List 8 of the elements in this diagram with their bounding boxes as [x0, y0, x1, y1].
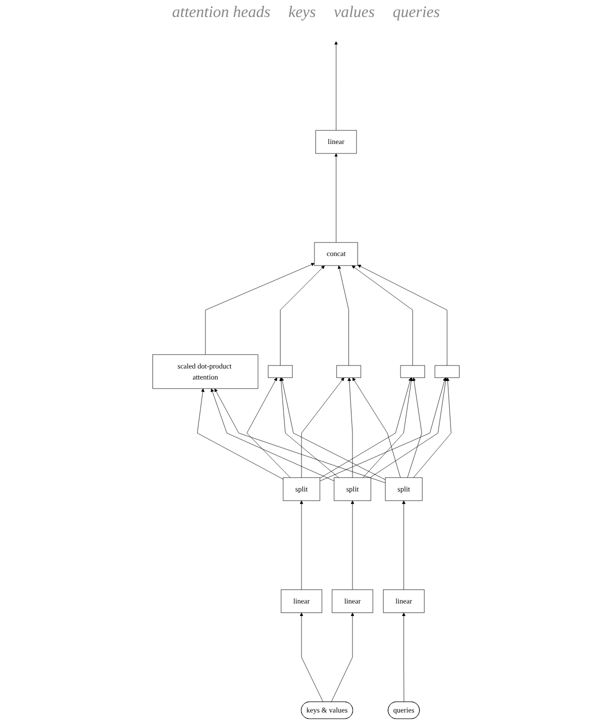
node-box	[268, 365, 293, 378]
node-box	[400, 365, 426, 378]
annotation-text: values	[334, 4, 375, 22]
annotation-text: queries	[392, 4, 440, 22]
annotation-text: attention heads	[172, 4, 270, 22]
node-box	[336, 365, 362, 378]
annotation-text: keys	[288, 4, 316, 22]
node-box	[434, 365, 460, 378]
